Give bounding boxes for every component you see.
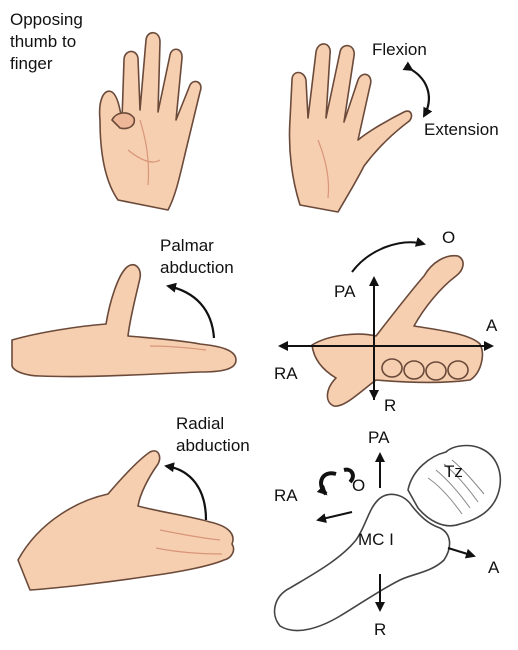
bone-axis-pa-label: PA (368, 428, 389, 448)
bone-axis-o-label: O (352, 476, 365, 496)
palmar-abduction-label-line1: Palmar (160, 236, 214, 256)
bone-tz-label: Tz (444, 462, 463, 482)
palmar-axis-r-label: R (384, 396, 396, 416)
opposition-label-line2: thumb to (10, 32, 76, 52)
palmar-abduction-label-line2: abduction (160, 258, 234, 278)
flexion-extension-arrow (412, 70, 429, 116)
opposition-label-line3: finger (10, 54, 53, 74)
flexion-hand-illustration (289, 44, 411, 212)
palmar-abduction-arrow (168, 286, 214, 338)
palmar-axis-ra-label: RA (274, 364, 298, 384)
palmar-axis-a-label: A (486, 316, 497, 336)
bone-axis-a-label: A (488, 558, 499, 578)
radial-abduction-label-line1: Radial (176, 414, 224, 434)
radial-abduction-hand-illustration (18, 451, 234, 590)
extension-label: Extension (424, 120, 499, 140)
bone-axis-r-label: R (374, 620, 386, 640)
palmar-axis-o-label: O (442, 228, 455, 248)
opposition-hand-illustration (100, 33, 201, 210)
bone-axis-ra-label: RA (274, 486, 298, 506)
radial-abduction-label-line2: abduction (176, 436, 250, 456)
radial-abduction-arrow (166, 466, 206, 520)
palmar-axes-hand-illustration (312, 256, 482, 406)
opposition-label-line1: Opposing (10, 10, 83, 30)
flexion-label: Flexion (372, 40, 427, 60)
palmar-abduction-hand-illustration (12, 265, 236, 377)
palmar-axis-pa-label: PA (334, 282, 355, 302)
bone-mc-label: MC I (358, 530, 394, 550)
